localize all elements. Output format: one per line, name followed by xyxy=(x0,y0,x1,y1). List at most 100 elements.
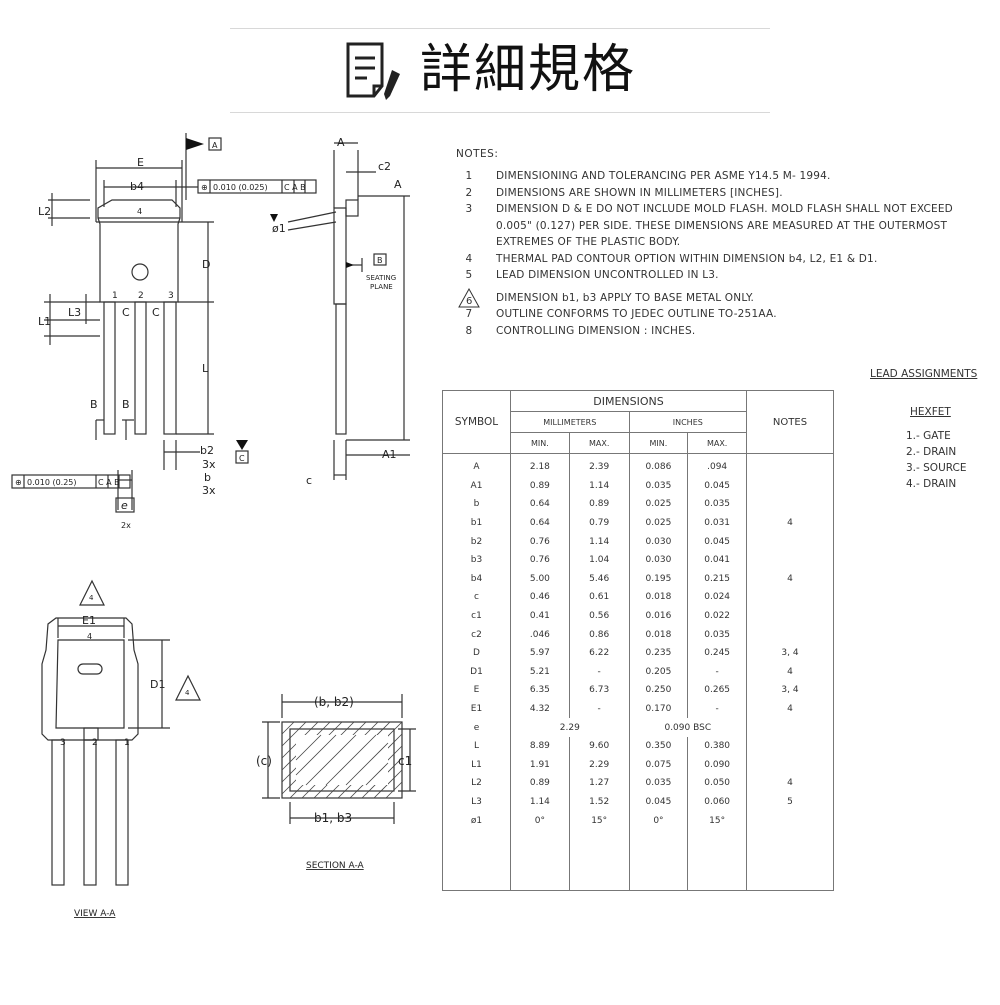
cell-in-max: 0.022 xyxy=(687,606,747,626)
label-e: e xyxy=(121,499,128,512)
cell-in-min: 0.205 xyxy=(628,662,689,682)
cell-note xyxy=(746,532,834,551)
cell-mm-min: 5.21 xyxy=(510,662,570,682)
view-aa-body xyxy=(41,617,139,741)
tol2-refs: C A B xyxy=(98,478,120,487)
cell-mm-max: 1.14 xyxy=(568,476,630,496)
dimensions-header: DIMENSIONS xyxy=(510,390,747,412)
datum-a-box xyxy=(208,137,222,151)
cell-mm-min: 0.89 xyxy=(510,774,570,793)
cell-in-max: 0.265 xyxy=(687,681,747,700)
cell-symbol: E xyxy=(442,681,511,700)
note-text: DIMENSION D & E DO NOT INCLUDE MOLD FLAS… xyxy=(496,203,953,248)
view-pin-4: 4 xyxy=(87,632,92,641)
package-drawing: E b4 L2 D L L1 L3 C C B B b2 3x b 3x e 2… xyxy=(0,120,440,1000)
cell-mm-max: 15° xyxy=(568,811,630,830)
label-2x: 2x xyxy=(121,521,131,530)
note4-tri-label-2: 4 xyxy=(185,689,190,697)
cell-note: 5 xyxy=(746,792,834,812)
cell-mm-max: 6.73 xyxy=(568,681,630,700)
note-text: DIMENSIONS ARE SHOWN IN MILLIMETERS [INC… xyxy=(496,186,783,199)
tol1-value: 0.010 (0.025) xyxy=(213,183,268,192)
note-text: LEAD DIMENSION UNCONTROLLED IN L3. xyxy=(496,269,719,281)
cell-in-min: 0.016 xyxy=(628,606,689,626)
cell-symbol: L xyxy=(442,736,511,756)
label-L: L xyxy=(202,362,209,375)
filler-cell xyxy=(746,829,834,891)
cell-in-max: - xyxy=(687,699,747,719)
cell-in-min: 0.025 xyxy=(628,495,689,514)
cell-in-min: 0.018 xyxy=(628,625,689,644)
tolerance-frame-2 xyxy=(11,474,131,489)
in-max-header: MAX. xyxy=(687,432,747,454)
cell-in-min: 0° xyxy=(628,811,689,830)
cell-in-min: 0.235 xyxy=(628,643,689,663)
cell-mm-min: 5.00 xyxy=(510,569,570,589)
cell-in-min: 0.035 xyxy=(628,476,689,496)
mm-max-header: MAX. xyxy=(568,432,630,454)
millimeters-header: MILLIMETERS xyxy=(510,411,630,433)
cell-in-span: 0.090 BSC xyxy=(628,718,748,737)
cell-mm-min: 8.89 xyxy=(510,736,570,756)
note-number: 7 xyxy=(465,308,473,320)
cell-note xyxy=(746,606,834,626)
cell-note xyxy=(746,755,834,775)
side-view-lead xyxy=(335,303,347,435)
filler-cell xyxy=(568,829,630,891)
cell-in-max: 0.045 xyxy=(687,476,747,496)
cell-symbol: E1 xyxy=(442,699,511,719)
cell-in-max: 0.024 xyxy=(687,588,747,607)
cell-in-max: 0.035 xyxy=(687,625,747,644)
cell-symbol: b4 xyxy=(442,569,511,589)
cell-note: 4 xyxy=(746,513,834,533)
label-c-paren: (c) xyxy=(256,754,272,768)
cell-note xyxy=(746,550,834,570)
lead-item: 1.- GATE xyxy=(906,430,951,442)
view-pin-1: 1 xyxy=(124,738,130,748)
note-text: THERMAL PAD CONTOUR OPTION WITHIN DIMENS… xyxy=(496,252,878,265)
document-pencil-icon xyxy=(346,42,400,100)
cell-symbol: c1 xyxy=(442,606,511,626)
cell-mm-max: - xyxy=(568,699,630,719)
cell-symbol: D xyxy=(442,643,511,663)
cell-mm-max: - xyxy=(568,662,630,682)
cell-mm-min: 0.41 xyxy=(510,606,570,626)
cell-symbol: c xyxy=(442,588,511,607)
cell-symbol: L3 xyxy=(442,792,511,812)
label-b4: b4 xyxy=(130,180,144,193)
pin-label-4: 4 xyxy=(137,207,142,216)
cell-symbol: ø1 xyxy=(442,811,511,830)
cell-in-max: 15° xyxy=(687,811,747,830)
cell-mm-min: 0.89 xyxy=(510,476,570,496)
lead-item: 3.- SOURCE xyxy=(906,462,967,474)
cell-note: 4 xyxy=(746,699,834,719)
cell-in-min: 0.086 xyxy=(628,453,689,477)
note-text: OUTLINE CONFORMS TO JEDEC OUTLINE TO-251… xyxy=(496,308,777,320)
cell-note xyxy=(746,718,834,737)
filler-cell xyxy=(442,829,511,891)
note-number: 6 xyxy=(458,287,480,308)
cell-symbol: b2 xyxy=(442,532,511,551)
cell-mm-max: 0.61 xyxy=(568,588,630,607)
section-inner xyxy=(289,728,395,792)
note4-tri-label-1: 4 xyxy=(89,594,94,602)
label-plane: PLANE xyxy=(370,283,393,291)
tol1-refs: C A B xyxy=(284,183,306,192)
page-title: 詳細規格 xyxy=(420,40,637,100)
cell-mm-min: 0.64 xyxy=(510,495,570,514)
tol2-value: 0.010 (0.25) xyxy=(27,478,77,487)
label-E: E xyxy=(137,156,144,169)
cell-mm-min: 0.76 xyxy=(510,532,570,551)
view-pin-2: 2 xyxy=(92,738,98,748)
